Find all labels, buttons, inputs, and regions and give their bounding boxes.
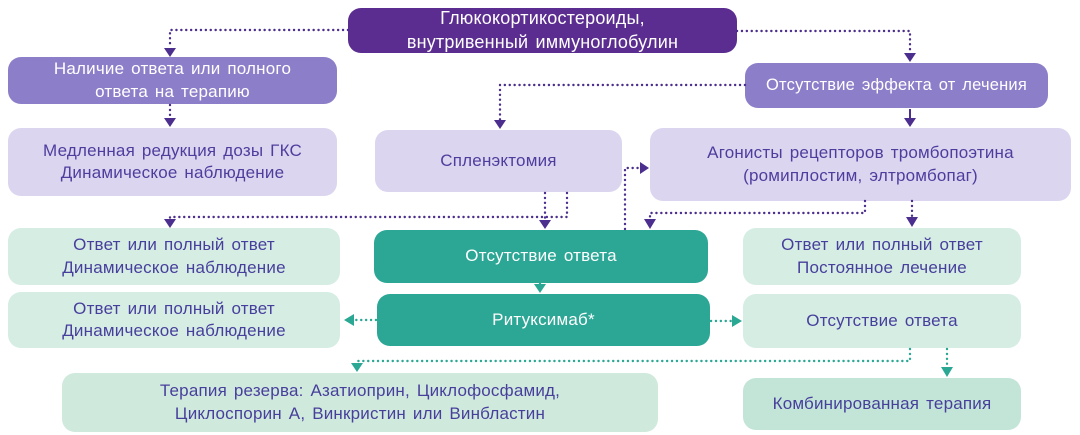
box-response-to-therapy: Наличие ответа или полного ответа на тер… xyxy=(8,57,337,104)
arrow-splenectomy-to-response-observation xyxy=(168,191,569,221)
box-line: Ответ или полный ответ xyxy=(73,235,275,255)
box-response-continuous-treatment: Ответ или полный ответ Постоянное лечени… xyxy=(743,228,1021,285)
arrowhead-down-icon xyxy=(539,220,551,229)
arrowhead-down-icon xyxy=(534,284,546,293)
box-line: Спленэктомия xyxy=(440,150,557,170)
box-rituximab: Ритуксимаб* xyxy=(377,294,710,346)
box-line: Постоянное лечение xyxy=(797,257,967,277)
arrow-gcs-to-no-effect xyxy=(735,29,912,55)
arrowhead-down-icon xyxy=(906,217,918,227)
arrowhead-left-icon xyxy=(344,314,354,326)
box-line: ответа на терапию xyxy=(95,81,250,101)
arrow-no-response-to-tpo xyxy=(623,166,642,231)
arrowhead-down-icon xyxy=(164,219,176,228)
box-line: Ритуксимаб* xyxy=(492,309,595,329)
box-no-treatment-effect: Отсутствие эффекта от лечения xyxy=(745,63,1048,108)
arrowhead-down-icon xyxy=(494,120,506,129)
arrowhead-down-icon xyxy=(164,48,176,57)
box-no-response-after-rituximab: Отсутствие ответа xyxy=(743,294,1021,348)
arrowhead-down-icon xyxy=(644,219,656,229)
box-line: Динамическое наблюдение xyxy=(62,257,286,277)
arrow-gcs-to-response xyxy=(168,28,350,50)
arrow-no-response-to-reserve-therapy xyxy=(355,347,912,365)
arrowhead-down-icon xyxy=(941,367,953,377)
box-glucocorticosteroids-ivig: Глюкокортикостероиды, внутривенный иммун… xyxy=(348,8,737,53)
box-line: внутривенный иммуноглобулин xyxy=(406,31,679,52)
box-line: Динамическое наблюдение xyxy=(62,321,286,340)
box-tpo-agonists: Агонисты рецепторов тромбопоэтина (ромип… xyxy=(650,128,1071,201)
arrowhead-down-icon xyxy=(904,118,916,127)
box-line: Отсутствие ответа xyxy=(465,246,617,266)
box-line: Агонисты рецепторов тромбопоэтина xyxy=(707,143,1014,163)
box-line: (ромиплостим, элтромбопаг) xyxy=(743,165,978,185)
box-no-response-after-splenectomy: Отсутствие ответа xyxy=(374,230,708,283)
box-line: Медленная редукция дозы ГКС xyxy=(43,140,302,160)
box-gcs-dose-taper: Медленная редукция дозы ГКС Динамическое… xyxy=(8,128,337,196)
box-line: Отсутствие эффекта от лечения xyxy=(766,75,1027,94)
box-line: Наличие ответа или полного xyxy=(53,59,292,79)
box-line: Глюкокортикостероиды, xyxy=(440,7,645,28)
arrowhead-right-icon xyxy=(732,315,742,327)
box-line: Комбинированная терапия xyxy=(772,393,992,413)
box-response-observation-after-rituximab: Ответ или полный ответ Динамическое набл… xyxy=(8,292,340,348)
arrowhead-down-icon xyxy=(351,363,363,372)
box-reserve-therapy: Терапия резерва: Азатиоприн, Циклофосфам… xyxy=(62,373,658,432)
box-line: Ответ или полный ответ xyxy=(781,235,983,255)
arrow-no-effect-to-splenectomy xyxy=(498,83,747,122)
arrow-tpo-to-no-response xyxy=(648,199,867,221)
arrowhead-right-icon xyxy=(640,162,649,174)
arrowhead-down-icon xyxy=(164,118,176,127)
box-line: Ответ или полный ответ xyxy=(73,298,275,318)
box-line: Циклоспорин А, Винкристин или Винбластин xyxy=(174,403,546,423)
box-combination-therapy: Комбинированная терапия xyxy=(743,378,1021,430)
box-line: Динамическое наблюдение xyxy=(60,163,285,182)
box-line: Терапия резерва: Азатиоприн, Циклофосфам… xyxy=(159,381,561,401)
box-splenectomy: Спленэктомия xyxy=(375,130,622,192)
box-response-observation-after-splenectomy: Ответ или полный ответ Динамическое набл… xyxy=(8,228,340,285)
box-line: Отсутствие ответа xyxy=(806,310,958,330)
arrowhead-down-icon xyxy=(904,53,916,62)
